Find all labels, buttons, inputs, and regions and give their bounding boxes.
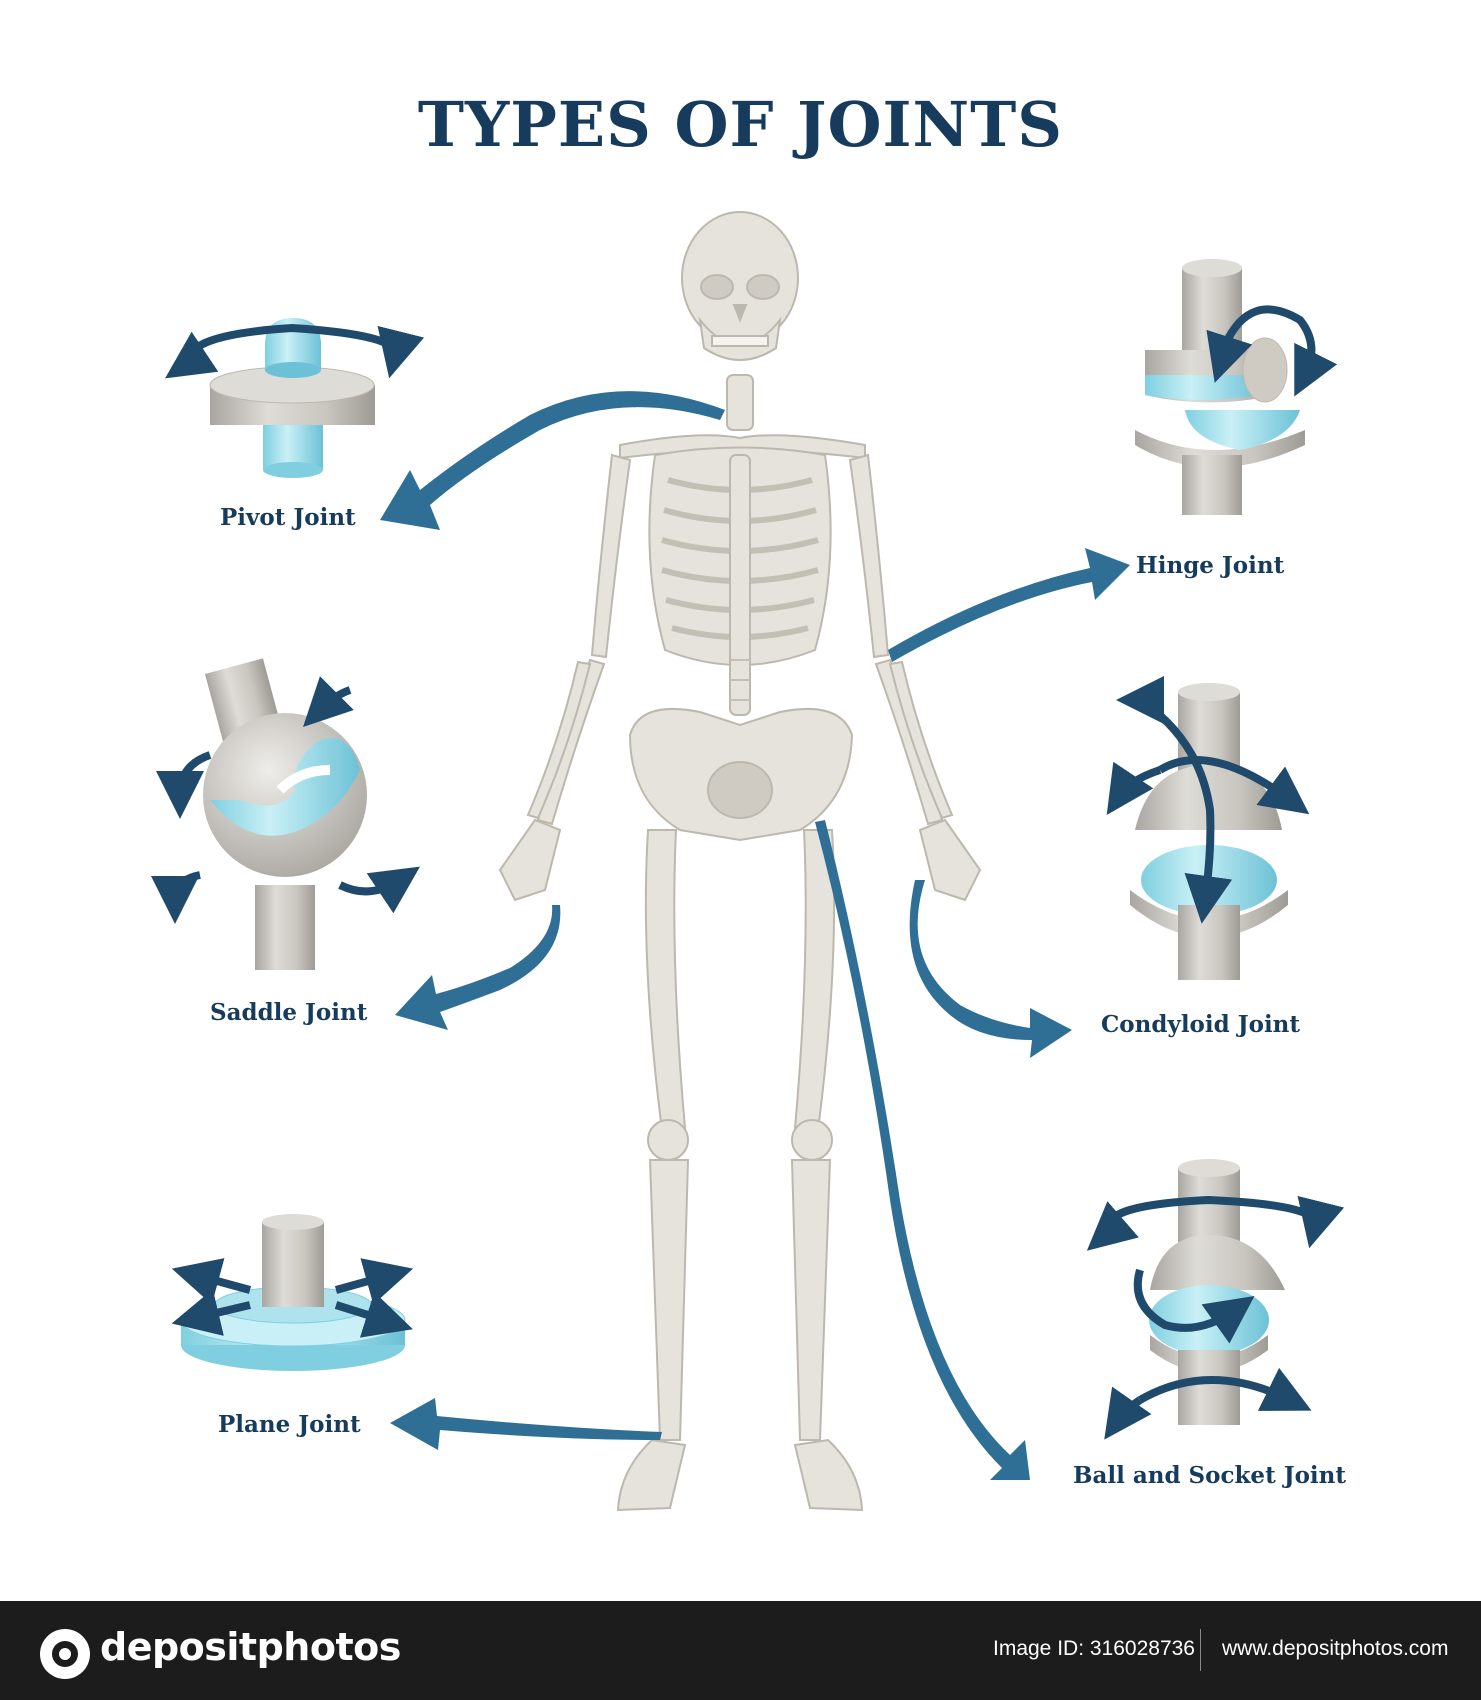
- diagram-artwork: [151, 211, 1345, 1512]
- ball-socket-joint-label: Ball and Socket Joint: [1073, 1462, 1347, 1489]
- ball-socket-joint-illustration: [1086, 1159, 1345, 1440]
- condyloid-connector-arrow: [909, 880, 1072, 1058]
- brand-name[interactable]: depositphotos: [100, 1625, 401, 1669]
- plane-joint-label: Plane Joint: [218, 1411, 361, 1438]
- image-id-text: Image ID: 316028736: [993, 1637, 1195, 1660]
- plane-joint-illustration: [171, 1214, 414, 1371]
- condyloid-joint-label: Condyloid Joint: [1101, 1011, 1301, 1038]
- condyloid-joint-illustration: [1106, 676, 1310, 980]
- camera-logo-icon: [40, 1629, 90, 1679]
- page-title: Types of Joints: [417, 88, 1064, 161]
- plane-connector-arrow: [390, 1398, 662, 1450]
- pivot-joint-illustration: [165, 318, 425, 478]
- pivot-connector-arrow: [380, 391, 725, 530]
- footer-divider: [1200, 1629, 1201, 1671]
- ball-socket-connector-arrow: [815, 820, 1030, 1480]
- hinge-joint-illustration: [1135, 259, 1338, 515]
- hinge-joint-label: Hinge Joint: [1136, 552, 1285, 579]
- connector-arrows: [380, 391, 1130, 1480]
- hinge-connector-arrow: [888, 548, 1130, 662]
- saddle-connector-arrow: [395, 905, 561, 1030]
- site-link[interactable]: www.depositphotos.com: [1222, 1637, 1449, 1660]
- footer-bar: depositphotos Image ID: 316028736 www.de…: [0, 1601, 1481, 1700]
- pivot-joint-label: Pivot Joint: [220, 504, 356, 531]
- skeleton-figure: [498, 211, 982, 1512]
- saddle-joint-illustration: [151, 658, 420, 970]
- saddle-joint-label: Saddle Joint: [210, 999, 368, 1026]
